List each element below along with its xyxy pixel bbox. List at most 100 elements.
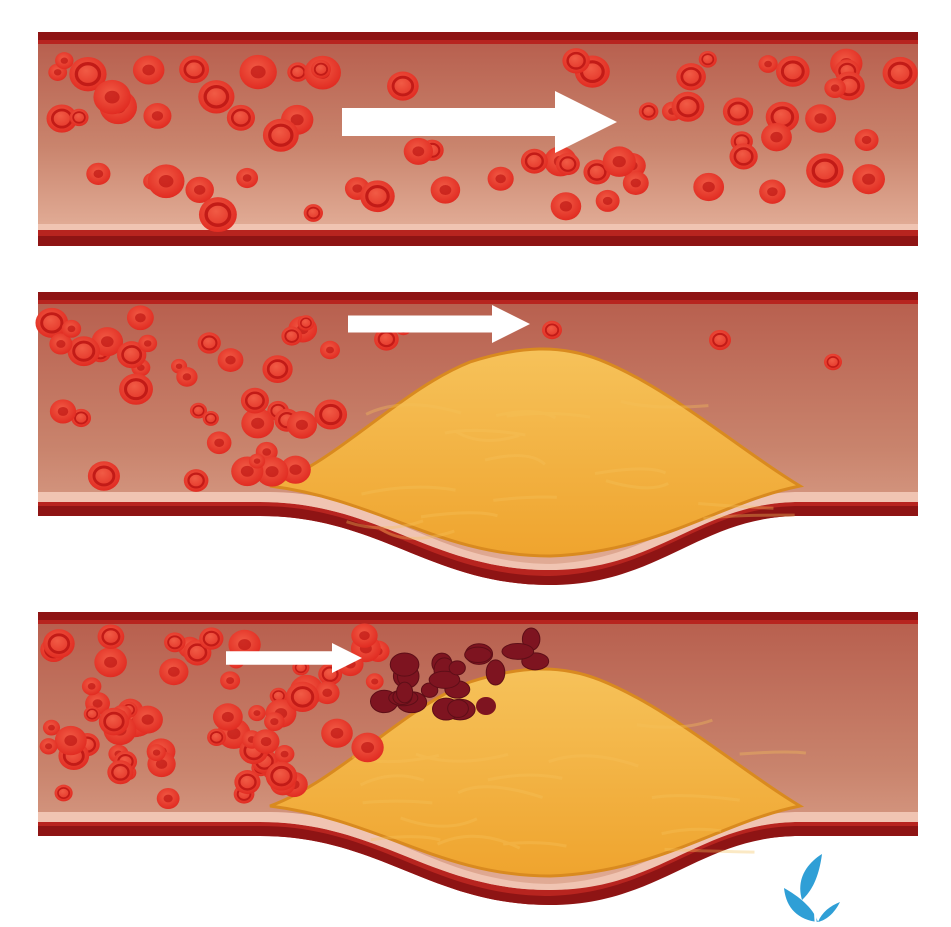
- red-blood-cell: [199, 197, 237, 232]
- red-blood-cell: [542, 321, 562, 339]
- red-blood-cell: [805, 104, 836, 132]
- red-blood-cell: [263, 119, 299, 152]
- red-blood-cell: [699, 51, 717, 68]
- red-blood-cell: [351, 733, 383, 763]
- narrowed-artery-panel: [0, 280, 951, 590]
- red-blood-cell: [62, 320, 81, 338]
- clot-cell: [397, 682, 413, 703]
- red-blood-cell: [562, 48, 589, 73]
- red-blood-cell: [298, 315, 315, 330]
- red-blood-cell: [824, 78, 846, 98]
- red-blood-cell: [387, 72, 419, 101]
- clot-cell: [476, 697, 496, 715]
- red-blood-cell: [596, 190, 620, 212]
- red-blood-cell: [147, 744, 165, 761]
- red-blood-cell: [207, 729, 226, 746]
- red-blood-cell: [360, 180, 395, 212]
- red-blood-cell: [729, 143, 757, 169]
- red-blood-cell: [213, 703, 243, 730]
- clot-cell: [448, 700, 469, 718]
- red-blood-cell: [253, 729, 280, 754]
- red-blood-cell: [99, 708, 129, 736]
- red-blood-cell: [119, 374, 153, 405]
- red-blood-cell: [366, 673, 384, 689]
- red-blood-cell: [264, 712, 285, 731]
- red-blood-cell: [852, 164, 885, 194]
- red-blood-cell: [266, 762, 298, 791]
- red-blood-cell: [249, 454, 265, 469]
- butterfly-leaf-logo-icon: [778, 850, 848, 927]
- red-blood-cell: [488, 167, 514, 191]
- red-blood-cell: [275, 745, 295, 763]
- red-blood-cell: [107, 760, 133, 784]
- red-blood-cell: [321, 719, 353, 748]
- artery-inner-lining: [38, 224, 918, 230]
- red-blood-cell: [84, 706, 101, 721]
- red-blood-cell: [776, 56, 810, 87]
- red-blood-cell: [262, 355, 292, 383]
- red-blood-cell: [672, 92, 705, 122]
- red-blood-cell: [198, 80, 234, 113]
- red-blood-cell: [176, 367, 197, 387]
- red-blood-cell: [184, 469, 209, 492]
- red-blood-cell: [159, 658, 188, 685]
- red-blood-cell: [521, 149, 548, 174]
- red-blood-cell: [203, 411, 219, 426]
- red-blood-cell: [806, 153, 843, 187]
- red-blood-cell: [314, 399, 347, 429]
- red-blood-cell: [199, 627, 223, 649]
- clot-cell: [390, 653, 419, 676]
- red-blood-cell: [320, 341, 340, 359]
- red-blood-cell: [148, 164, 185, 198]
- artery-wall-top-edge: [38, 612, 918, 620]
- red-blood-cell: [761, 123, 792, 151]
- red-blood-cell: [239, 55, 276, 89]
- red-blood-cell: [431, 176, 461, 203]
- red-blood-cell: [43, 629, 75, 658]
- red-blood-cell: [55, 726, 87, 755]
- red-blood-cell: [82, 677, 101, 695]
- red-blood-cell: [603, 146, 636, 176]
- red-blood-cell: [86, 163, 110, 185]
- red-blood-cell: [198, 332, 221, 353]
- red-blood-cell: [98, 624, 125, 649]
- red-blood-cell: [143, 103, 171, 129]
- red-blood-cell: [248, 705, 266, 721]
- red-blood-cell: [218, 348, 244, 372]
- red-blood-cell: [94, 647, 127, 677]
- red-blood-cell: [227, 105, 255, 131]
- red-blood-cell: [234, 770, 260, 794]
- clot-cell: [465, 647, 492, 662]
- clot-cell: [502, 644, 534, 660]
- red-blood-cell: [693, 173, 724, 201]
- red-blood-cell: [70, 109, 89, 126]
- clot-cell: [486, 660, 505, 685]
- artery-wall-top-edge: [38, 32, 918, 40]
- narrowed-artery: [0, 280, 951, 590]
- normal-artery-panel: [0, 0, 951, 260]
- red-blood-cell: [883, 57, 918, 89]
- red-blood-cell: [133, 55, 165, 84]
- red-blood-cell: [93, 80, 130, 114]
- red-blood-cell: [556, 153, 580, 175]
- red-blood-cell: [179, 56, 209, 84]
- logo-wing-right: [818, 902, 840, 922]
- red-blood-cell: [88, 461, 120, 491]
- red-blood-cell: [758, 55, 777, 73]
- normal-artery: [0, 0, 951, 260]
- red-blood-cell: [286, 682, 319, 712]
- red-blood-cell: [68, 336, 100, 366]
- artery-wall-bottom-edge: [38, 236, 918, 246]
- red-blood-cell: [759, 180, 785, 204]
- red-blood-cell: [287, 411, 317, 439]
- red-blood-cell: [207, 431, 232, 454]
- red-blood-cell: [281, 327, 302, 346]
- red-blood-cell: [236, 168, 258, 188]
- red-blood-cell: [709, 330, 731, 350]
- logo-wing-top: [800, 854, 822, 900]
- red-blood-cell: [127, 305, 154, 330]
- red-blood-cell: [40, 738, 58, 754]
- red-blood-cell: [55, 52, 73, 69]
- red-blood-cell: [351, 623, 377, 647]
